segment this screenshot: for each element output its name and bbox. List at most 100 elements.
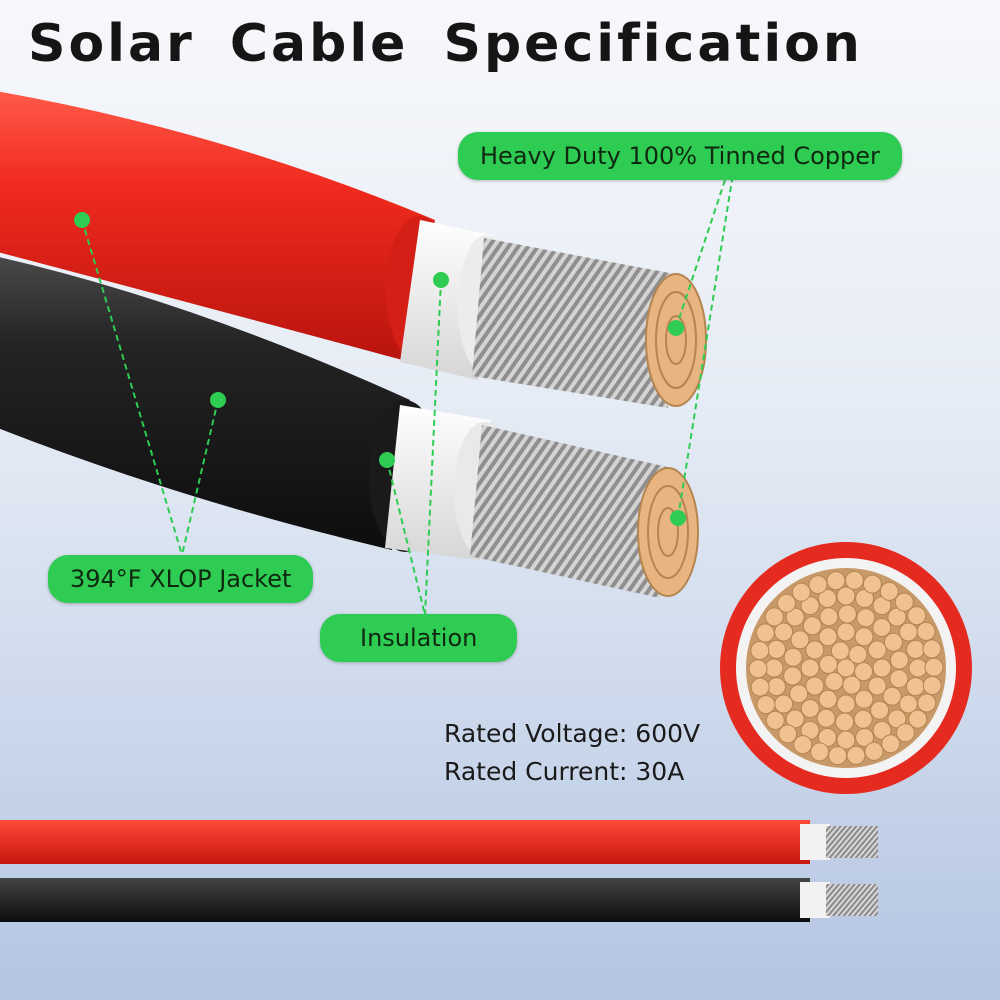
copper-strand: [906, 639, 925, 659]
red-cable: [0, 91, 707, 408]
copper-strand: [800, 596, 820, 616]
copper-strand: [824, 672, 844, 691]
copper-strand: [846, 745, 866, 765]
copper-strand: [750, 677, 770, 697]
copper-strand: [805, 676, 825, 696]
copper-strand: [856, 608, 876, 628]
copper-strand: [896, 723, 915, 743]
copper-strand: [767, 639, 786, 659]
copper-strand: [828, 746, 848, 766]
copper-strand: [748, 659, 768, 679]
copper-strand: [835, 712, 855, 732]
copper-strand: [764, 607, 784, 627]
ratings-block: Rated Voltage: 600V Rated Current: 30A: [444, 715, 700, 791]
copper-strand: [819, 607, 839, 627]
copper-dot-black: [670, 510, 686, 526]
copper-strand: [764, 658, 784, 678]
copper-strand: [872, 720, 892, 740]
copper-strand: [785, 607, 805, 627]
red-core-ring-inner: [665, 315, 687, 365]
copper-strand: [836, 730, 856, 750]
copper-strand: [908, 658, 928, 678]
straight-red-insulation: [800, 824, 830, 860]
black-cable-jacket: [0, 257, 410, 550]
copper-strand: [848, 645, 868, 664]
leader-lines: [81, 179, 733, 616]
copper-strand: [836, 586, 856, 606]
copper-strand: [830, 641, 850, 661]
copper-strand: [889, 650, 909, 670]
copper-strand: [765, 710, 785, 730]
copper-strand: [907, 606, 927, 626]
copper-strand: [785, 709, 805, 729]
leader-dots: [74, 212, 686, 526]
rated-current: Rated Current: 30A: [444, 757, 685, 786]
copper-strand: [844, 570, 864, 590]
straight-black-cable: [0, 878, 878, 922]
copper-strand: [862, 574, 882, 594]
copper-strand: [818, 689, 838, 709]
copper-strand: [889, 669, 909, 689]
jacket-leader-red: [81, 219, 183, 556]
cross-section-strands: [748, 570, 944, 766]
copper-strand: [872, 658, 892, 678]
straight-black-strands: [826, 884, 878, 916]
copper-strand: [855, 728, 875, 747]
copper-strand: [906, 677, 925, 697]
copper-strand: [836, 694, 856, 714]
copper-strand: [800, 699, 820, 718]
copper-strand: [870, 700, 890, 720]
copper-strand: [790, 630, 810, 650]
copper-label: Heavy Duty 100% Tinned Copper: [458, 132, 902, 180]
copper-dot-red: [668, 320, 684, 336]
copper-strand: [816, 708, 836, 728]
copper-strand: [872, 618, 892, 637]
black-core-ring: [647, 485, 689, 579]
copper-strand: [887, 607, 907, 627]
copper-strand: [802, 616, 822, 636]
copper-strand: [908, 709, 928, 729]
cable-cross-section: [720, 542, 972, 794]
copper-strand: [854, 662, 874, 682]
copper-strand: [882, 686, 902, 706]
copper-strand: [916, 621, 936, 641]
copper-strand: [755, 623, 775, 643]
copper-strand: [853, 709, 873, 729]
straight-red-cable: [0, 820, 878, 864]
copper-strand: [750, 641, 770, 660]
copper-strand: [922, 639, 942, 659]
copper-leader-black: [677, 179, 733, 519]
jacket-leader-black: [181, 399, 219, 556]
copper-strand: [756, 695, 776, 715]
copper-strand: [883, 632, 903, 652]
copper-strand: [867, 640, 887, 660]
jacket-dot-red: [74, 212, 90, 228]
copper-strand: [879, 581, 899, 601]
copper-strand: [837, 604, 857, 624]
straight-red-jacket: [0, 820, 810, 864]
copper-strand: [800, 658, 820, 678]
insulation-leader-red: [424, 279, 442, 616]
copper-strand: [810, 742, 830, 762]
black-core-ring-inner: [657, 507, 679, 557]
rated-voltage: Rated Voltage: 600V: [444, 719, 701, 748]
copper-strand: [774, 694, 794, 714]
copper-strand: [887, 709, 907, 729]
copper-strand: [817, 589, 837, 608]
copper-strand: [783, 666, 803, 686]
insulation-label: Insulation: [320, 614, 518, 662]
straight-red-strands: [826, 826, 878, 858]
copper-strand: [778, 724, 798, 744]
copper-strand: [808, 575, 828, 595]
red-cable-strands: [472, 238, 680, 408]
copper-strand: [924, 657, 944, 677]
straight-black-jacket: [0, 878, 810, 922]
jacket-dot-black: [210, 392, 226, 408]
jacket-label: 394°F XLOP Jacket: [48, 555, 314, 603]
page-title: Solar Cable Specification: [28, 14, 863, 74]
copper-strand: [791, 582, 811, 602]
copper-strand: [767, 677, 786, 697]
copper-strand: [793, 735, 813, 755]
copper-strand: [917, 693, 937, 713]
